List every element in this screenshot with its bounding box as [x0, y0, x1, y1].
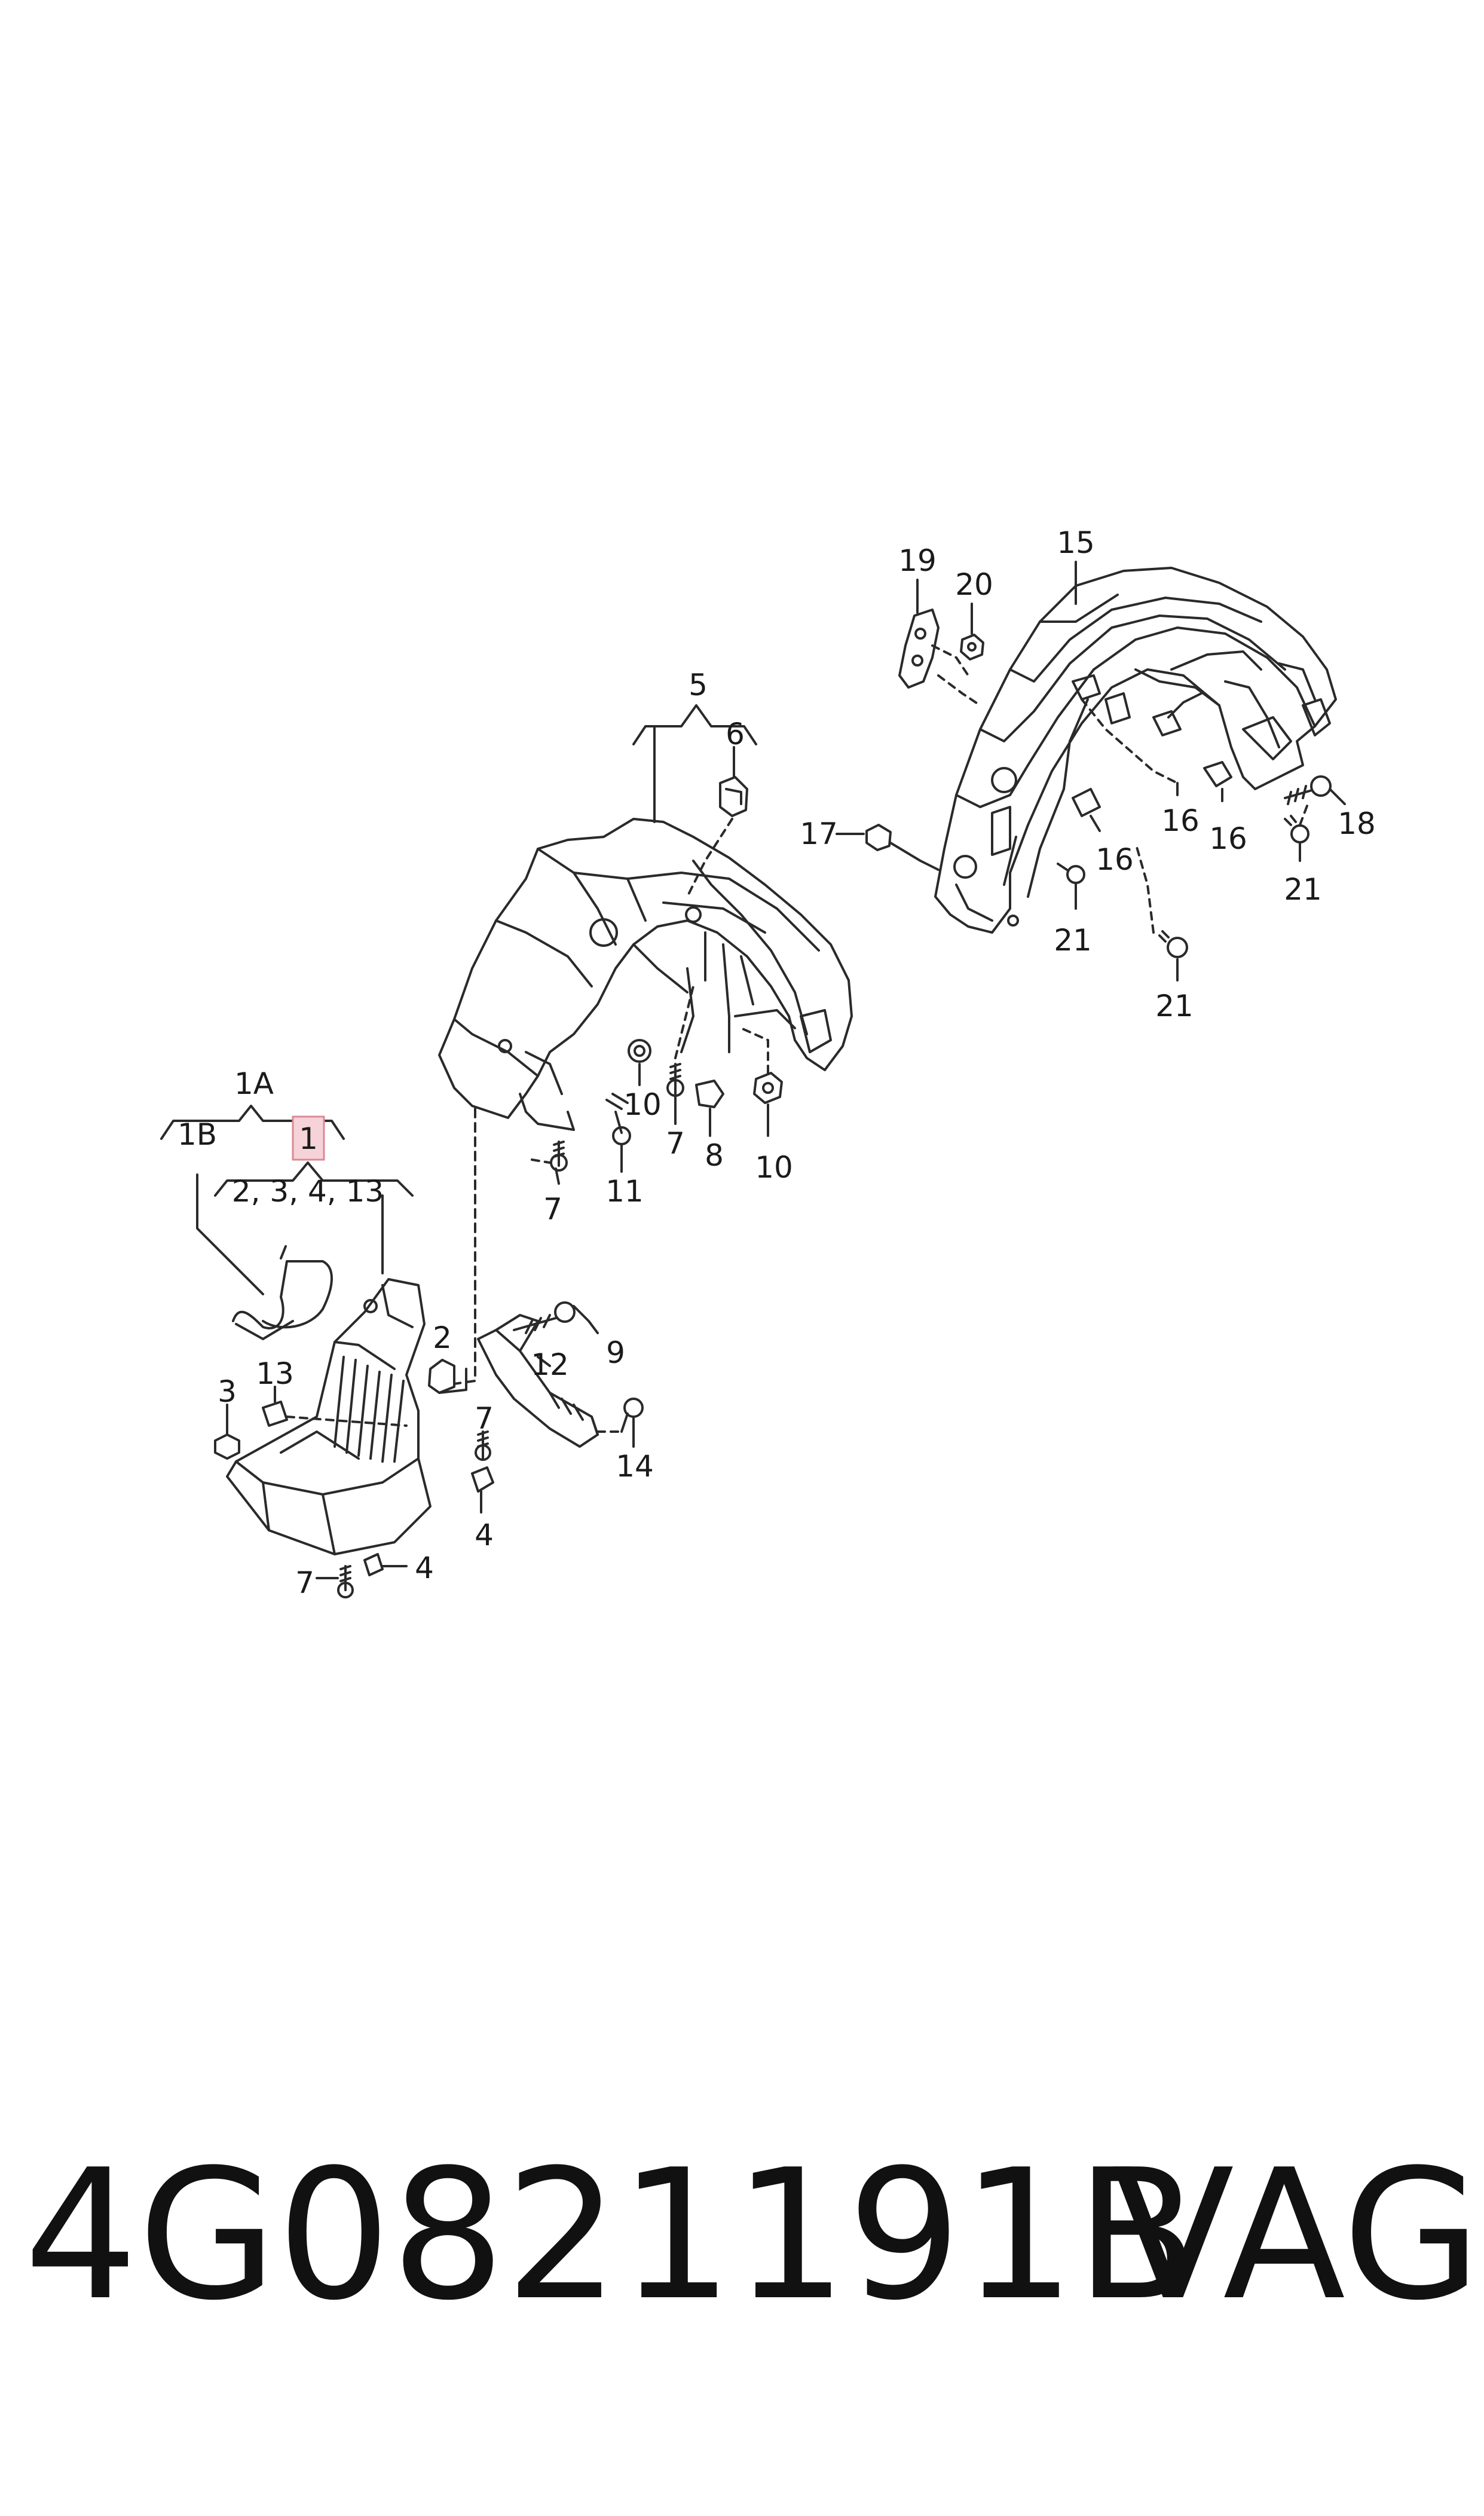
- clip-17: [836, 824, 940, 871]
- callout-1: 1: [299, 1121, 318, 1156]
- callout-21-b: 21: [1054, 923, 1092, 958]
- pin-21-b: [1057, 863, 1085, 910]
- dashed-connector-5-to-1: [453, 1108, 476, 1385]
- nut-20: [960, 603, 984, 661]
- front-wheel-liner-main: [438, 818, 853, 1131]
- clip-16-d: [1152, 692, 1203, 736]
- clip-3: [214, 1404, 240, 1460]
- screw-9: [513, 1301, 599, 1334]
- callout-7-a: 7: [543, 1192, 562, 1227]
- callout-14: 14: [616, 1449, 654, 1484]
- callout-11: 11: [605, 1174, 644, 1209]
- brand-name: VAG: [1112, 2131, 1482, 2340]
- bracket-12: [477, 1314, 599, 1448]
- callout-8: 8: [705, 1138, 724, 1173]
- pin-21-a: [1284, 800, 1310, 862]
- callout-9: 9: [606, 1335, 625, 1370]
- callout-16-c: 16: [1096, 842, 1134, 877]
- bracket-19: [898, 579, 981, 707]
- part-number: 4G0821191B: [24, 2131, 1199, 2340]
- callout-21-c: 21: [1155, 989, 1194, 1023]
- callout-3: 3: [218, 1374, 237, 1409]
- screw-7-mid-b: [531, 1141, 568, 1185]
- callout-10-b: 10: [755, 1150, 793, 1185]
- callout-1B: 1B: [178, 1117, 217, 1152]
- callout-21-a: 21: [1284, 872, 1322, 907]
- clip-16-b: [1203, 761, 1232, 802]
- callout-4-b: 4: [415, 1551, 434, 1585]
- clip-4-b: [363, 1553, 408, 1576]
- screw-7-mid-a: [666, 985, 694, 1125]
- pin-14: [596, 1398, 644, 1448]
- clip-6: [686, 746, 748, 898]
- caption-footer: 4G0821191B VAG: [24, 2128, 1481, 2343]
- callout-5-bracket: [632, 704, 757, 823]
- callout-7-d: 7: [295, 1566, 314, 1600]
- callout-7-c: 7: [475, 1401, 494, 1436]
- callout-10-a: 10: [623, 1087, 662, 1122]
- pin-11: [605, 1093, 631, 1173]
- screw-7-front-b: [316, 1565, 354, 1598]
- pin-21-c: [1134, 842, 1188, 982]
- callout-1-highlight: [292, 1115, 325, 1161]
- callout-1-contents: 2, 3, 4, 13: [232, 1174, 384, 1209]
- nut-10-b: [740, 1027, 783, 1137]
- callout-6: 6: [726, 717, 745, 751]
- exploded-parts-diagram: 1A 1B 1 2, 3, 4, 13 2 3 4 4 5 6 7 7 7 7 …: [160, 525, 1376, 1600]
- callout-17: 17: [800, 817, 838, 851]
- clip-8: [695, 1080, 724, 1137]
- callout-18: 18: [1338, 806, 1376, 841]
- clip-16-a: [1072, 674, 1179, 796]
- callout-16-b: 16: [1209, 821, 1247, 856]
- callout-1-subbracket: [214, 1161, 414, 1197]
- screw-18: [1284, 775, 1346, 805]
- screw-7-front-a: [475, 1430, 491, 1461]
- callout-5: 5: [689, 668, 708, 702]
- callout-13: 13: [256, 1356, 294, 1391]
- callout-20: 20: [955, 567, 993, 602]
- callout-1A-bracket: [160, 1105, 345, 1140]
- front-wheel-liner-small: [226, 1278, 432, 1555]
- clip-13: [262, 1386, 408, 1427]
- callout-16-a: 16: [1161, 803, 1200, 838]
- callout-7-b: 7: [666, 1126, 685, 1161]
- clip-16-c: [1072, 788, 1101, 832]
- callout-2: 2: [433, 1320, 452, 1355]
- callout-19: 19: [898, 543, 937, 578]
- cable-1B: [196, 1173, 384, 1340]
- rear-wheel-liner: [934, 567, 1337, 934]
- callout-12: 12: [531, 1347, 569, 1382]
- clip-2: [428, 1359, 467, 1394]
- nut-10-a: [628, 1039, 651, 1086]
- clip-4-a: [471, 1466, 494, 1514]
- callout-15: 15: [1057, 525, 1095, 560]
- callout-1A: 1A: [234, 1066, 274, 1101]
- callout-4-a: 4: [475, 1518, 494, 1552]
